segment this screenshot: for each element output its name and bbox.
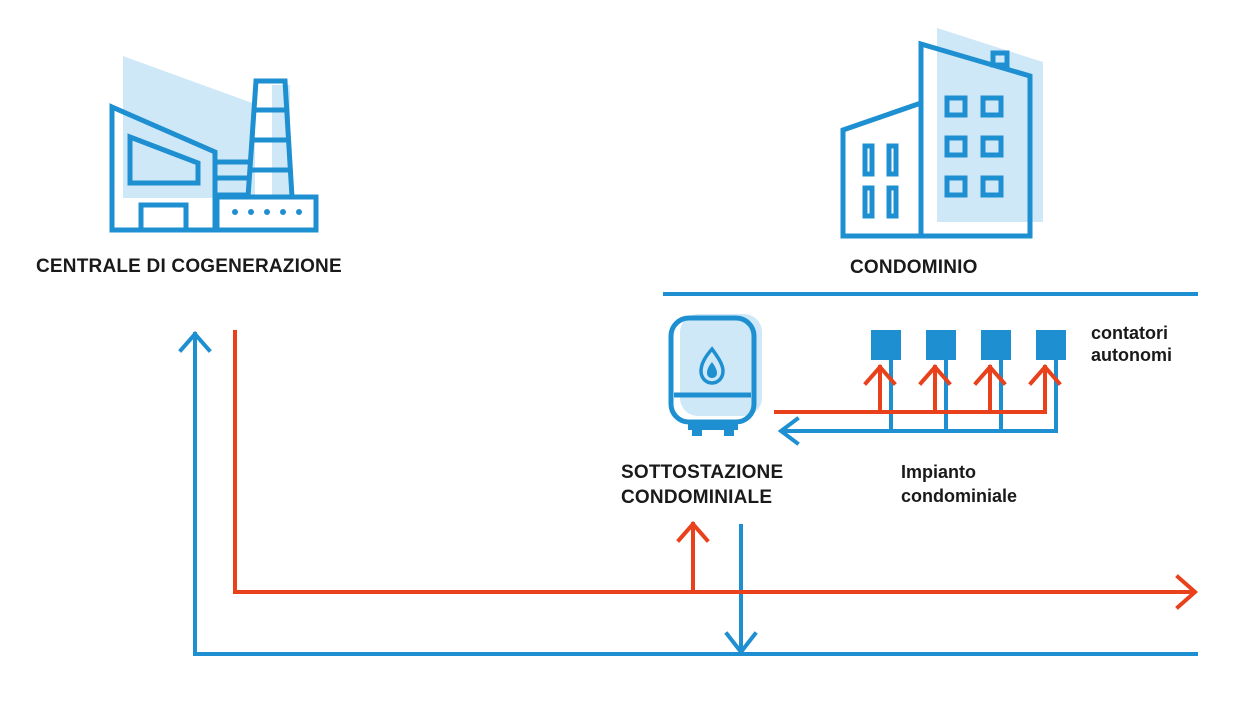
factory-icon [109, 56, 319, 233]
boiler-flame-icon [668, 314, 762, 436]
meters-label-line1: contatori [1091, 323, 1169, 343]
substation-label-line2: CONDOMINIALE [621, 487, 773, 508]
system-label: Impianto condominiale [901, 460, 1017, 508]
substation-label-line1: SOTTOSTAZIONE [621, 462, 784, 483]
system-label-line2: condominiale [901, 486, 1018, 506]
plant-label: CENTRALE DI COGENERAZIONE [36, 256, 342, 277]
meter-square-icon [981, 330, 1011, 360]
meter-group [871, 330, 1066, 360]
meter-square-icon [1036, 330, 1066, 360]
meters-label-line2: autonomi [1091, 345, 1172, 365]
system-label-line1: Impianto [901, 462, 976, 482]
meters-label: contatori autonomi [1091, 322, 1172, 366]
apartment-building-icon [840, 28, 1043, 239]
condo-label: CONDOMINIO [850, 257, 978, 278]
substation-label: SOTTOSTAZIONE CONDOMINIALE [621, 460, 783, 510]
supply-pipes [233, 330, 1199, 610]
meter-square-icon [871, 330, 901, 360]
meter-square-icon [926, 330, 956, 360]
return-pipes [178, 330, 1198, 656]
